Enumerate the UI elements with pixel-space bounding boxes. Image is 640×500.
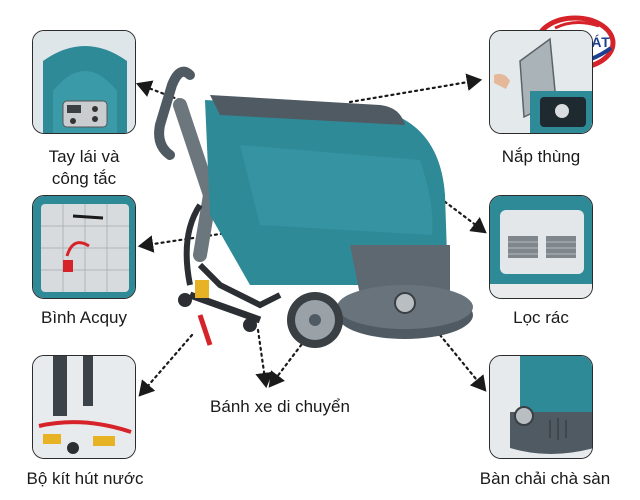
photo-steering-switches [32, 30, 136, 134]
photo-tank-lid [489, 30, 593, 134]
label-filter: Lọc rác [513, 308, 569, 327]
arrow-wheels-right [268, 338, 307, 388]
photo-scrub-brush [489, 355, 593, 459]
arrow-filter [438, 196, 487, 234]
photo-suction-kit [32, 355, 136, 459]
arrow-suction [138, 333, 194, 397]
label-tank-lid: Nắp thùng [501, 147, 581, 166]
label-wheels: Bánh xe di chuyển [210, 397, 350, 416]
arrow-wheels-left [255, 328, 273, 389]
label-battery: Bình Acquy [40, 308, 127, 327]
arrow-brush [438, 333, 487, 392]
photo-battery [32, 195, 136, 299]
label-suction-kit: Bộ kít hút nước [26, 469, 144, 488]
floor-scrubber-machine [150, 55, 480, 355]
photo-filter [489, 195, 593, 299]
label-steering: Tay lái và công tắc [48, 147, 120, 188]
label-scrub-brush: Bàn chải chà sàn [479, 469, 611, 488]
arrow-lid [348, 73, 483, 104]
